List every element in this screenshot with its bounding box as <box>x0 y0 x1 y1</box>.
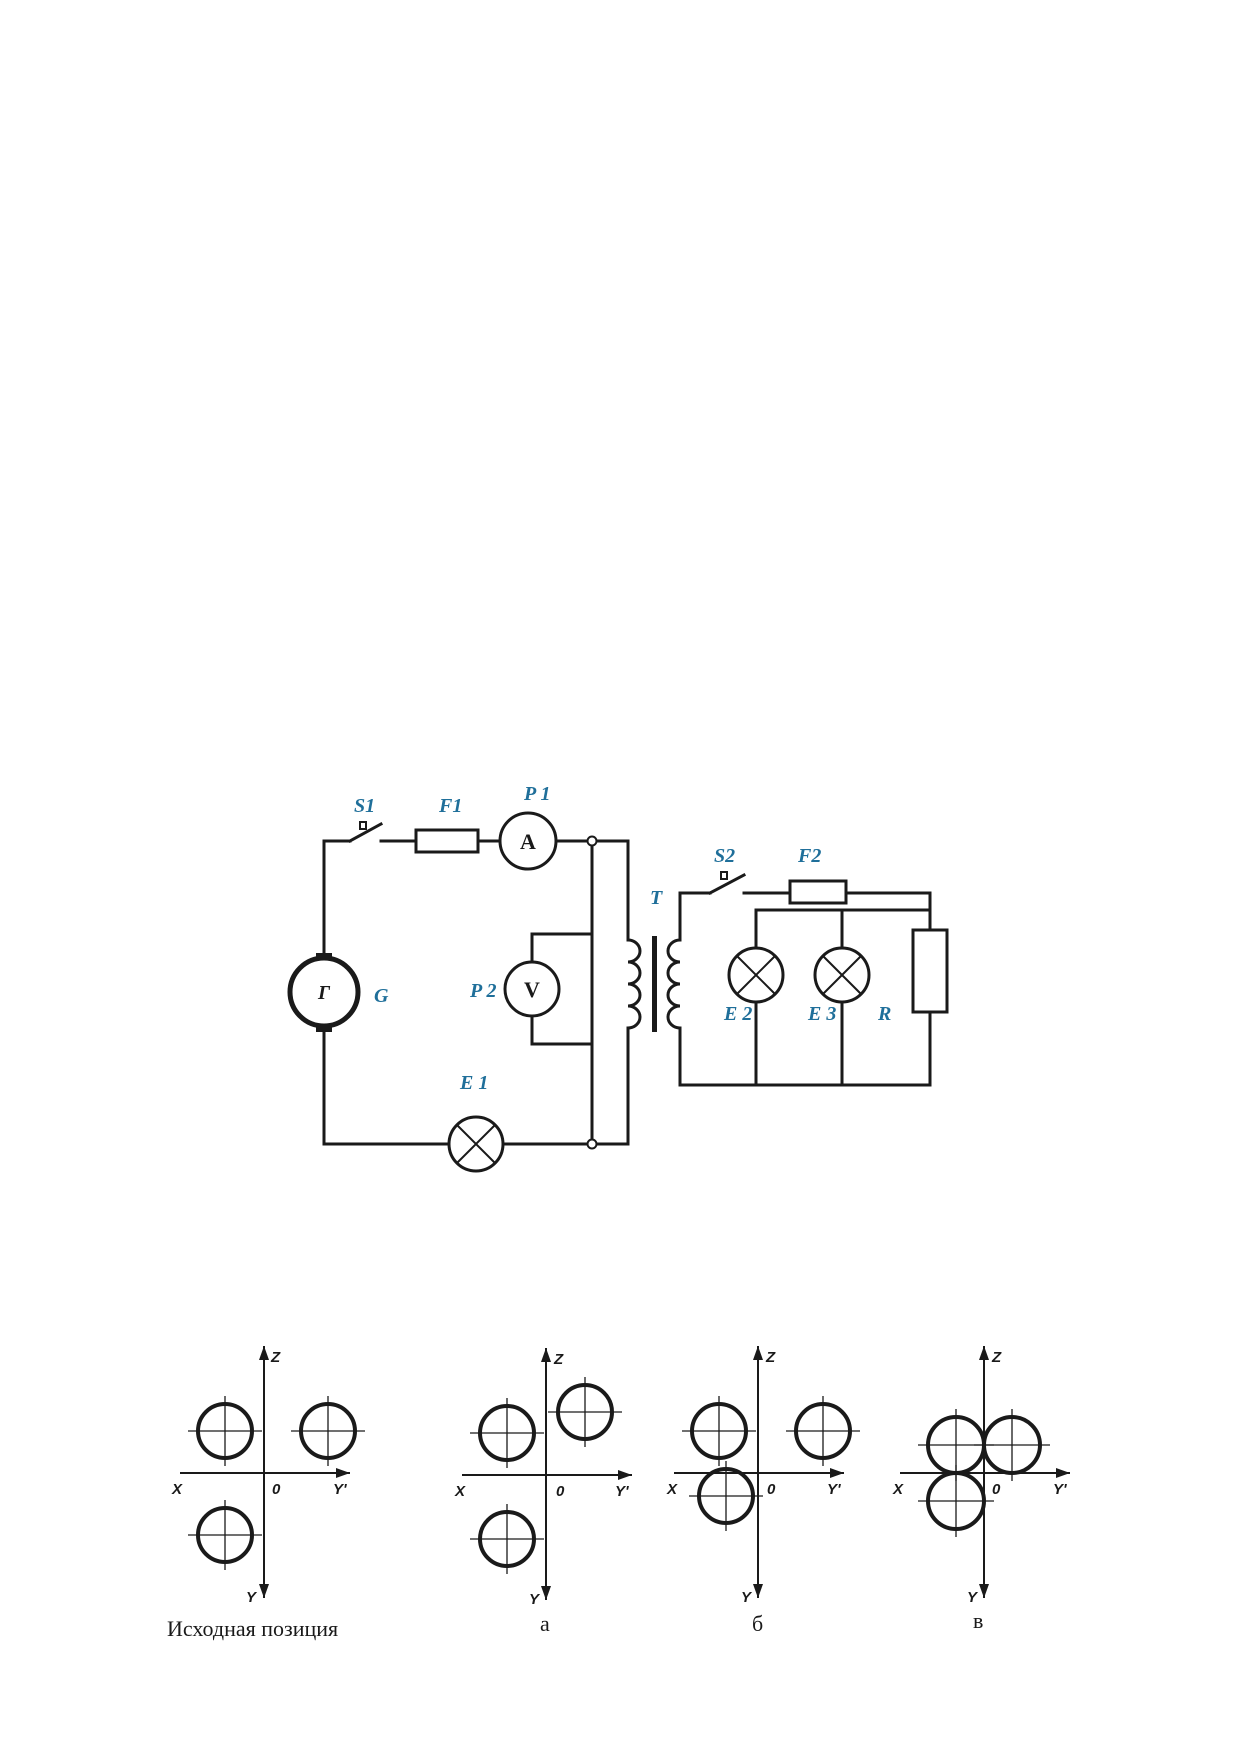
lamp-e1 <box>447 1115 505 1173</box>
axis-z-label: Z <box>553 1351 564 1368</box>
ring <box>188 1396 262 1466</box>
axis-z-label: Z <box>270 1349 281 1366</box>
label-p1: P 1 <box>523 783 550 805</box>
label-e1: E 1 <box>459 1072 488 1094</box>
secondary-wiring <box>678 891 932 1087</box>
origin-label: 0 <box>767 1481 776 1498</box>
label-s1: S1 <box>354 795 375 817</box>
ring <box>689 1461 763 1531</box>
fuse-f1 <box>414 828 480 854</box>
axis-y-down-label: Y <box>529 1591 541 1608</box>
circuit-diagram: A Г V <box>287 783 949 1173</box>
coord-diagram-b: Z X Y' 0 Y б <box>666 1346 860 1636</box>
label-t: T <box>650 887 663 909</box>
diagram-caption: а <box>540 1611 550 1636</box>
ammeter-p1: A <box>498 811 558 871</box>
ring <box>918 1465 994 1537</box>
axis-y-right-label: Y' <box>827 1481 841 1498</box>
diagram-caption: в <box>973 1608 983 1633</box>
ring <box>786 1396 860 1466</box>
ring <box>470 1504 544 1574</box>
axis-z-label: Z <box>991 1349 1002 1366</box>
voltmeter-p2: V <box>503 960 561 1018</box>
coord-diagram-a: Z X Y' 0 Y а <box>454 1348 632 1636</box>
ring <box>291 1396 365 1466</box>
primary-wiring <box>322 839 630 1146</box>
lamp-e2 <box>727 946 785 1004</box>
axis-x-label: X <box>171 1481 183 1498</box>
ring <box>548 1377 622 1447</box>
label-f2: F2 <box>797 845 821 867</box>
transformer-t <box>626 936 682 1032</box>
ring <box>974 1409 1050 1481</box>
coord-diagram-v: Z X Y' 0 Y в <box>892 1346 1070 1633</box>
diagram-caption: б <box>752 1611 763 1636</box>
axis-z-label: Z <box>765 1349 776 1366</box>
ring <box>470 1398 544 1468</box>
fuse-f2 <box>788 879 848 905</box>
origin-label: 0 <box>992 1481 1001 1498</box>
generator-g: Г <box>287 953 361 1032</box>
label-e2: E 2 <box>723 1003 752 1025</box>
resistor-r <box>911 928 949 1014</box>
generator-symbol: Г <box>317 982 331 1004</box>
ammeter-symbol: A <box>520 829 536 854</box>
label-f1: F1 <box>438 795 462 817</box>
switch-s2 <box>707 871 747 896</box>
label-p2: P 2 <box>469 980 496 1002</box>
axis-y-down-label: Y <box>741 1589 753 1606</box>
origin-label: 0 <box>556 1483 565 1500</box>
axis-y-down-label: Y <box>967 1589 979 1606</box>
label-s2: S2 <box>714 845 735 867</box>
axis-y-right-label: Y' <box>615 1483 629 1500</box>
label-e3: E 3 <box>807 1003 836 1025</box>
label-g: G <box>374 985 389 1007</box>
label-r: R <box>877 1003 891 1025</box>
axis-y-right-label: Y' <box>333 1481 347 1498</box>
lamp-e3 <box>813 946 871 1004</box>
junction-node-bottom <box>586 1138 598 1150</box>
ring <box>682 1396 756 1466</box>
axis-x-label: X <box>892 1481 904 1498</box>
junction-node-top <box>586 835 598 847</box>
diagram-caption: Исходная позиция <box>167 1616 338 1641</box>
coord-diagram-initial: Z X Y' 0 Y Исходная позиция <box>167 1346 365 1641</box>
axis-x-label: X <box>666 1481 678 1498</box>
axis-y-down-label: Y <box>246 1589 258 1606</box>
axis-y-right-label: Y' <box>1053 1481 1067 1498</box>
axis-x-label: X <box>454 1483 466 1500</box>
voltmeter-symbol: V <box>524 977 540 1002</box>
switch-s1 <box>347 821 384 844</box>
ring <box>188 1500 262 1570</box>
origin-label: 0 <box>272 1481 281 1498</box>
